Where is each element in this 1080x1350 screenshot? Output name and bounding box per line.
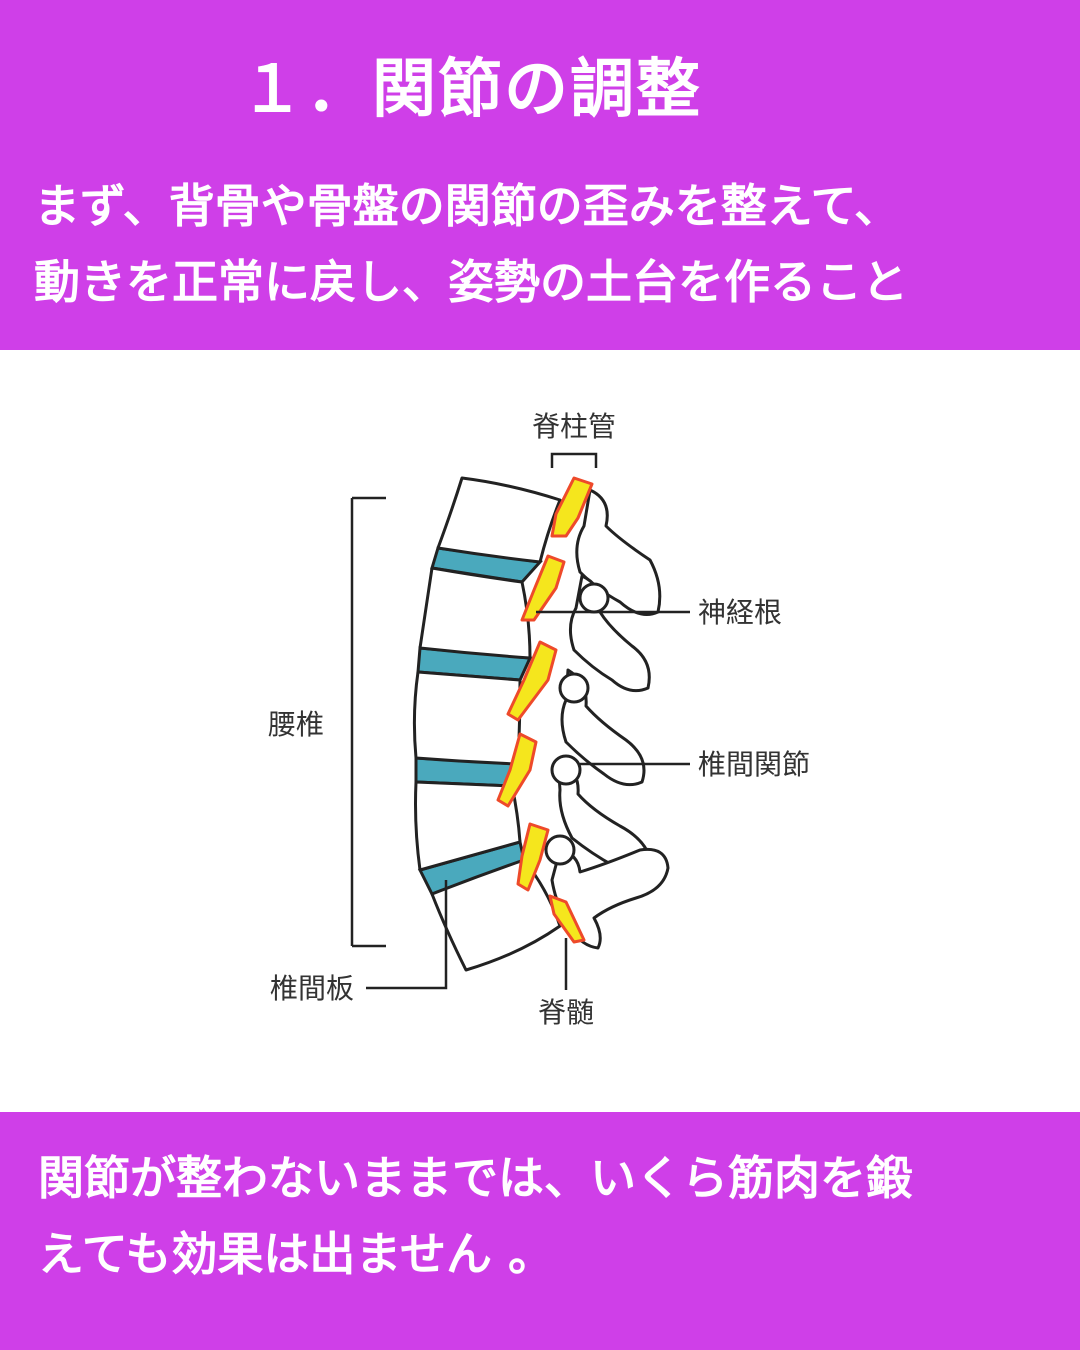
- conclusion-text: 関節が整わないままでは、いくら筋肉を鍛 えても効果は出ません 。: [38, 1140, 1058, 1292]
- disc-line: [366, 880, 448, 990]
- vertebra-4: [414, 780, 522, 872]
- nerve-segment-4: [496, 732, 538, 808]
- nerve-segment-3: [506, 640, 558, 722]
- nerve-segment-1: [550, 476, 594, 538]
- spinal-cord-segments: [496, 476, 594, 944]
- nerve-segment-5: [516, 822, 550, 892]
- spinal-canal-bracket: [550, 452, 598, 468]
- facet-joint-4: [544, 834, 576, 866]
- lumbar-spine-diagram: 脊柱管 神経根 腰椎 椎間関節 椎間板 脊髄: [268, 410, 810, 1029]
- label-lumbar: 腰椎: [268, 708, 324, 741]
- facet-joint-3: [550, 754, 582, 786]
- facet-joint-2: [558, 672, 590, 704]
- vertebral-bodies: [412, 476, 562, 972]
- lumbar-bracket: [350, 496, 386, 948]
- nerve-segment-2: [520, 554, 566, 622]
- header-band: １．関節の調整 まず、背骨や骨盤の関節の歪みを整えて、 動きを正常に戻し、姿勢の…: [0, 0, 1080, 350]
- leader-lines: [350, 452, 690, 990]
- label-facet-joint: 椎間関節: [698, 748, 810, 781]
- intro-line-2: 動きを正常に戻し、姿勢の土台を作ること: [34, 255, 908, 309]
- label-nerve-root: 神経根: [698, 596, 782, 629]
- label-spinal-cord: 脊髄: [538, 996, 594, 1029]
- nerve-segment-6: [548, 894, 586, 944]
- intro-line-1: まず、背骨や骨盤の関節の歪みを整えて、: [34, 179, 901, 233]
- conclusion-line-2: えても効果は出ません 。: [38, 1227, 555, 1281]
- page-title: １．関節の調整: [240, 53, 702, 127]
- conclusion-line-1: 関節が整わないままでは、いくら筋肉を鍛: [38, 1151, 912, 1205]
- spine-diagram-panel: 脊柱管 神経根 腰椎 椎間関節 椎間板 脊髄: [0, 350, 1080, 1112]
- label-disc: 椎間板: [270, 972, 354, 1005]
- vertebra-3: [412, 670, 522, 766]
- intro-text: まず、背骨や骨盤の関節の歪みを整えて、 動きを正常に戻し、姿勢の土台を作ること: [34, 168, 1054, 320]
- posterior-elements: [544, 488, 670, 950]
- facet-joint-1: [578, 582, 610, 614]
- vertebra-1: [436, 476, 562, 564]
- vertebra-2: [418, 566, 532, 660]
- label-spinal-canal: 脊柱管: [532, 410, 616, 443]
